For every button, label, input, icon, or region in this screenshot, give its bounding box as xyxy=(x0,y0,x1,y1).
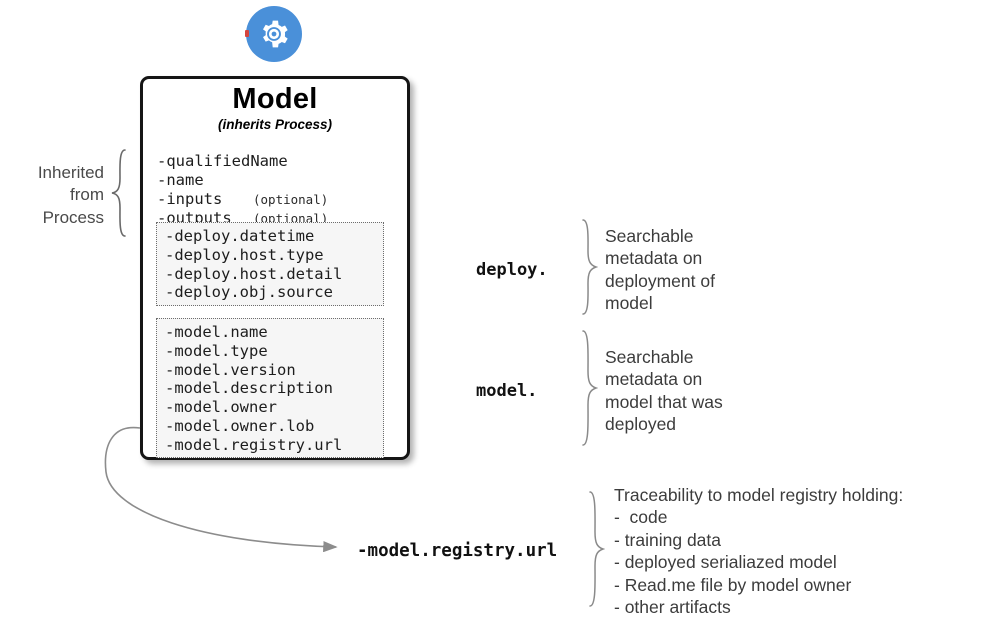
attribute-note: (optional) xyxy=(253,191,329,207)
attribute-name: -name xyxy=(157,171,204,190)
traceability-heading: Traceability to model registry holding: xyxy=(614,485,904,505)
attribute-row: -deploy.datetime xyxy=(165,227,383,246)
attribute-row: -deploy.obj.source xyxy=(165,283,383,302)
attribute-name: -model.name xyxy=(165,323,268,341)
gear-icon xyxy=(258,18,290,50)
model-title: Model xyxy=(232,83,318,115)
attribute-row: -model.version xyxy=(165,361,383,380)
inherited-annotation: Inherited from Process xyxy=(8,148,130,243)
attribute-name: -deploy.obj.source xyxy=(165,283,333,302)
attribute-name: -model.type xyxy=(165,341,268,360)
model-subtitle: (inherits Process) xyxy=(217,117,333,133)
attribute-name: -model.registry.url xyxy=(165,435,343,454)
attribute-row: -model.name xyxy=(165,323,383,342)
attribute-row: -deploy.host.detail xyxy=(165,265,383,284)
attribute-row: -model.owner.lob xyxy=(165,417,383,436)
model-class-box: Model (inherits Process) -qualifiedName … xyxy=(140,76,410,460)
attribute-name: -model.owner xyxy=(165,398,277,416)
attribute-row: -model.owner xyxy=(165,398,383,417)
model-annotation: model. Searchable metadata on model that… xyxy=(476,329,723,452)
deploy-attribute-list: -deploy.datetime -deploy.host.type -depl… xyxy=(160,227,383,302)
attribute-row: -name xyxy=(157,171,407,190)
traceability-item: - deployed serialiazed model xyxy=(614,552,837,573)
attribute-name: -qualifiedName xyxy=(157,152,288,171)
model-annotation-key: model. xyxy=(476,380,538,401)
right-brace-icon xyxy=(580,329,599,452)
attribute-row: -model.registry.url xyxy=(165,436,383,455)
left-brace-icon xyxy=(110,148,130,243)
deploy-annotation-text: Searchable metadata on deployment of mod… xyxy=(605,226,715,313)
attribute-name: -inputs xyxy=(157,189,223,208)
attribute-row: -inputs (optional) xyxy=(157,190,407,209)
traceability-item: - code xyxy=(614,507,668,528)
traceability-annotation: -model.registry.url Traceability to mode… xyxy=(357,484,903,619)
attribute-name: -deploy.host.type xyxy=(165,245,324,264)
attribute-name: -model.description xyxy=(165,379,333,398)
badge-accent-mark xyxy=(245,30,249,37)
model-annotation-text: Searchable metadata on model that was de… xyxy=(605,347,723,434)
traceability-item: - other artifacts xyxy=(614,597,731,618)
deploy-attributes-box: -deploy.datetime -deploy.host.type -depl… xyxy=(156,222,384,306)
attribute-row: -model.type xyxy=(165,342,383,361)
model-attribute-list: -model.name -model.type -model.version -… xyxy=(160,323,383,454)
attribute-name: -model.version xyxy=(165,360,296,379)
attribute-name: -model.owner.lob xyxy=(165,416,315,435)
model-attributes-box: -model.name -model.type -model.version -… xyxy=(156,318,384,459)
deploy-annotation: deploy. Searchable metadata on deploymen… xyxy=(476,218,715,321)
gear-badge xyxy=(246,6,302,62)
inherited-label: Inherited from Process xyxy=(37,162,104,227)
deploy-annotation-key: deploy. xyxy=(476,259,548,280)
traceability-list: Traceability to model registry holding: … xyxy=(614,484,903,619)
attribute-note: (optional) xyxy=(253,210,329,226)
traceability-item: - training data xyxy=(614,529,722,550)
traceability-key: -model.registry.url xyxy=(357,541,558,562)
right-brace-icon xyxy=(580,218,599,321)
attribute-row: -deploy.host.type xyxy=(165,246,383,265)
attribute-row: -model.description xyxy=(165,379,383,398)
inherited-attribute-list: -qualifiedName -name -inputs (optional) … xyxy=(143,152,407,227)
attribute-row: -qualifiedName xyxy=(157,152,407,171)
attribute-name: -deploy.datetime xyxy=(165,227,315,245)
traceability-item: - Read.me file by model owner xyxy=(614,574,852,595)
right-brace-icon xyxy=(587,490,606,613)
attribute-name: -deploy.host.detail xyxy=(165,264,343,283)
